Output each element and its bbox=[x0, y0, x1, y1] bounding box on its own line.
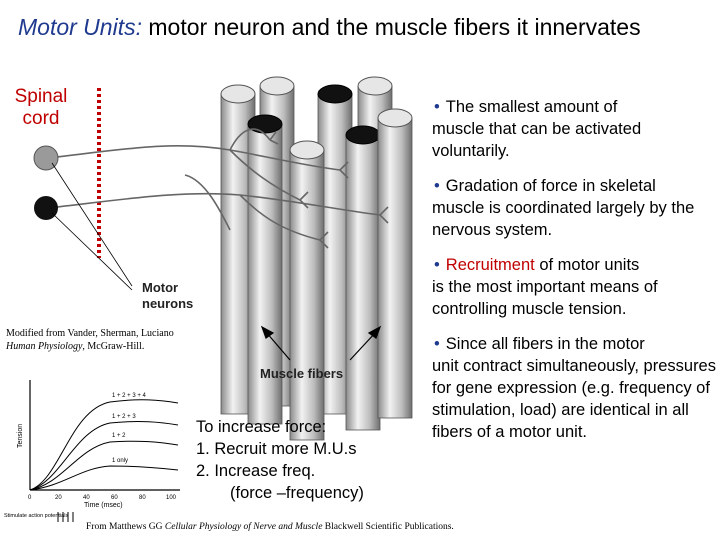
title-rest: motor neuron and the muscle fibers it in… bbox=[148, 14, 641, 40]
curve-label-2: 1 + 2 bbox=[112, 433, 126, 439]
curve-label-1: 1 only bbox=[112, 458, 128, 464]
tick-60: 60 bbox=[111, 495, 118, 501]
curve-1-2-3-4 bbox=[29, 399, 179, 491]
spinal-cord-label: Spinal cord bbox=[10, 86, 72, 130]
bullet-item: • Since all fibers in the motor unit cont… bbox=[432, 333, 718, 443]
tick-40: 40 bbox=[83, 495, 90, 501]
spinal-line1: Spinal bbox=[14, 86, 68, 107]
curve-1-only bbox=[29, 465, 179, 491]
bullet-first: of motor units bbox=[534, 256, 640, 274]
axon-branches bbox=[47, 128, 389, 249]
bullet-dot: • bbox=[434, 98, 440, 116]
increase-force-item3: (force –frequency) bbox=[230, 484, 364, 502]
bullet-dot: • bbox=[434, 177, 440, 195]
tick-80: 80 bbox=[139, 495, 146, 501]
neurons-label: neurons bbox=[142, 296, 193, 311]
curve-label-3: 1 + 2 + 3 bbox=[112, 414, 136, 420]
bullet-item: • Recruitment of motor units is the most … bbox=[432, 254, 718, 320]
bullet-first: The smallest amount of bbox=[445, 98, 618, 116]
bullet-first: Since all fibers in the motor bbox=[445, 335, 645, 353]
curve-1-2 bbox=[29, 440, 179, 491]
bullet-rest: muscle is coordinated largely by the ner… bbox=[432, 199, 695, 239]
motor-neuron-gray bbox=[33, 145, 59, 171]
tick-20: 20 bbox=[55, 495, 62, 501]
curve-label-4: 1 + 2 + 3 + 4 bbox=[112, 393, 147, 399]
increase-force-box: To increase force: 1. Recruit more M.U.s… bbox=[196, 416, 364, 504]
bullet-item: • The smallest amount of muscle that can … bbox=[432, 96, 718, 162]
figure-credit: Modified from Vander, Sherman, Luciano H… bbox=[6, 327, 206, 353]
motor-neuron-black bbox=[34, 196, 58, 220]
spinal-line2: cord bbox=[22, 108, 60, 129]
bullet-rest: muscle that can be activated voluntarily… bbox=[432, 120, 642, 160]
increase-force-item2: 2. Increase freq. bbox=[196, 462, 316, 480]
bullet-rest: unit contract simultaneously, pressures … bbox=[432, 357, 716, 441]
stimulus-label: Stimulate action potentials bbox=[4, 513, 68, 519]
source-credit-pre: From Matthews GG bbox=[86, 522, 165, 532]
stimulus-ticks bbox=[57, 512, 74, 522]
tick-100: 100 bbox=[166, 495, 177, 501]
figure-credit-publisher: , McGraw-Hill. bbox=[82, 341, 145, 352]
bullet-item: • Gradation of force in skeletal muscle i… bbox=[432, 175, 718, 241]
muscle-fiber bbox=[247, 114, 283, 425]
muscle-fiber-bundle bbox=[220, 76, 413, 441]
bullet-recruitment: Recruitment bbox=[445, 256, 535, 274]
bullet-rest: is the most important means of controlli… bbox=[432, 278, 658, 318]
muscle-fiber bbox=[289, 140, 325, 441]
motor-label: Motor bbox=[142, 280, 178, 295]
graph-xlabel: Time (msec) bbox=[84, 502, 123, 509]
bullet-dot: • bbox=[434, 335, 440, 353]
source-credit-post: Blackwell Scientific Publications. bbox=[322, 522, 454, 532]
tick-0: 0 bbox=[28, 495, 32, 501]
source-credit-book: Cellular Physiology of Nerve and Muscle bbox=[164, 522, 323, 532]
increase-force-item1: 1. Recruit more M.U.s bbox=[196, 440, 357, 458]
bullet-first: Gradation of force in skeletal bbox=[445, 177, 656, 195]
bullet-dot: • bbox=[434, 256, 440, 274]
figure-credit-line1: Modified from Vander, Sherman, Luciano bbox=[6, 328, 174, 339]
figure-credit-book: Human Physiology bbox=[6, 341, 83, 352]
graph-ylabel: Tension bbox=[17, 424, 24, 448]
muscle-fiber bbox=[377, 108, 413, 419]
tension-graph: 1 + 2 + 3 + 4 1 + 2 + 3 1 + 2 1 only Ten… bbox=[4, 380, 180, 522]
increase-force-heading: To increase force: bbox=[196, 418, 327, 436]
muscle-fiber bbox=[345, 125, 381, 431]
title-lead: Motor Units: bbox=[18, 14, 142, 40]
source-credit: From Matthews GG Cellular Physiology of … bbox=[86, 522, 454, 532]
curve-1-2-3 bbox=[29, 421, 179, 491]
bullet-list: • The smallest amount of muscle that can … bbox=[432, 96, 718, 456]
muscle-fibers-label: Muscle fibers bbox=[260, 366, 343, 381]
muscle-fibers-arrows bbox=[260, 325, 382, 361]
page-title: Motor Units: motor neuron and the muscle… bbox=[18, 14, 641, 41]
